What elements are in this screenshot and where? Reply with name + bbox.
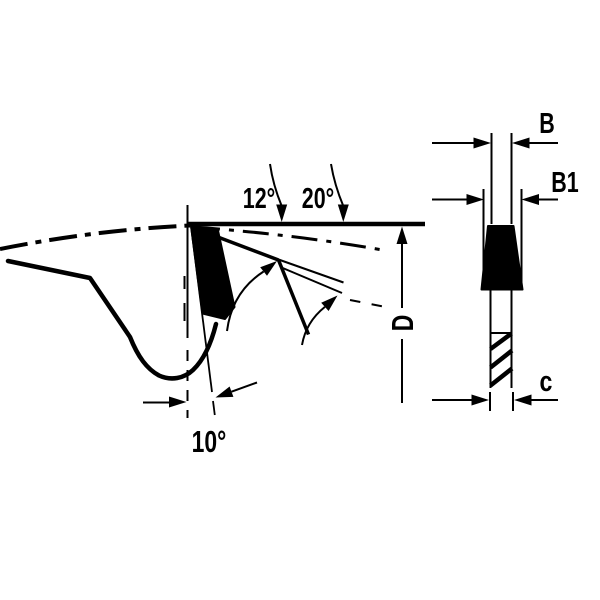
angle-12-arrowhead-icon [276,204,288,222]
kerf-width-label: B [539,108,554,140]
angle-10-label: 10° [192,424,227,459]
angle-20-leader [330,163,345,207]
diameter-label: D [385,315,420,332]
carbide-tooth-profile [190,225,236,320]
tooth-width-label: B1 [551,167,578,199]
angle-20-arrowhead-icon [337,204,349,222]
angle-arc-1-arrowhead-icon [260,261,277,276]
hatch-line [489,348,514,370]
plate-hatching [489,331,514,388]
diameter-arrowhead-icon [396,226,408,244]
angle-12-label: 12° [243,183,275,215]
plate-thickness-label: c [540,364,553,397]
tooth-back-line [276,259,311,336]
angle-12-leader [269,163,283,207]
angle-arc-1 [226,270,265,332]
labels: 12° 20° 10° D B B1 c [192,108,579,459]
hatch-line [489,366,514,388]
cross-section-view [432,133,558,411]
dim-c-right-arrowhead-icon [514,394,532,406]
angle-10-left-arrowhead-icon [169,396,187,408]
angle-arc-2 [301,306,326,346]
dim-c-left-arrowhead-icon [471,394,489,406]
chamfer-line-lower [281,266,343,294]
tooth-profile-view [0,163,425,418]
angle-arc-2-arrowhead-icon [321,295,338,311]
chamfer-line-upper [278,258,344,284]
angle-10-right-arrow-line [231,381,258,393]
dim-B1-left-arrowhead-icon [466,194,484,205]
carbide-tooth-section [480,225,524,291]
dim-B1-right-arrowhead-icon [521,194,539,205]
dim-B-right-arrowhead-icon [512,137,530,149]
angle-20-label: 20° [302,183,334,215]
chamfer-line-dashed-extension [349,299,384,308]
cutting-circle-arc-left [0,223,191,251]
dim-B-extension-lines [490,133,513,224]
angle-10-right-arrowhead-icon [215,386,234,398]
hatch-line [489,331,513,351]
dim-B-left-arrowhead-icon [473,137,491,149]
dim-c-extension-lines [489,392,514,411]
blade-gullet-outline [5,258,219,381]
cutting-circle-arc-right [193,225,389,253]
rake-face-line-dash [212,400,216,416]
